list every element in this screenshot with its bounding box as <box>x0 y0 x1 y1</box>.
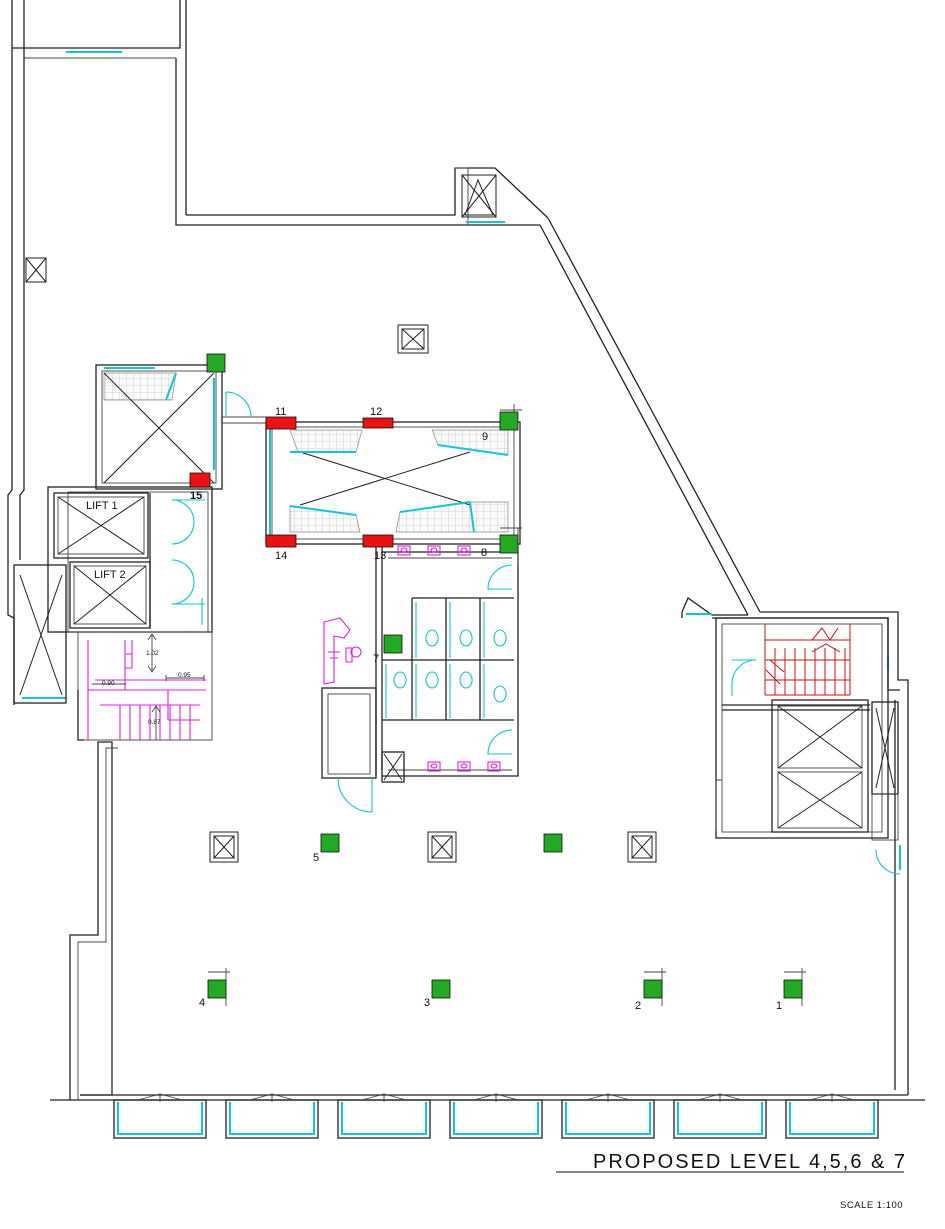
marker-5[interactable]: 5 <box>313 833 340 864</box>
marker-10[interactable] <box>206 353 226 373</box>
marker-6[interactable] <box>543 833 563 853</box>
column-markers: 1 2 3 4 5 7 8 9 <box>189 353 803 1012</box>
marker-7[interactable]: 7 <box>373 634 403 665</box>
marker-4-label: 4 <box>199 997 205 1009</box>
marker-4[interactable]: 4 <box>199 979 227 1009</box>
column-mid-row <box>427 831 457 863</box>
marker-8[interactable]: 8 <box>481 534 519 559</box>
basins-top <box>397 545 471 556</box>
marker-15-label: 15 <box>190 490 202 502</box>
left-core: LIFT 1 LIFT 2 1.02 0.95 0.90 0.87 <box>13 364 266 741</box>
glazing <box>22 51 901 870</box>
column-left-row <box>209 831 239 863</box>
marker-8-label: 8 <box>481 547 487 559</box>
cubicles <box>382 564 514 755</box>
central-core <box>265 404 522 545</box>
columns <box>25 174 657 863</box>
marker-14[interactable]: 14 <box>265 534 297 562</box>
balcony-4 <box>449 1093 543 1139</box>
balcony-2 <box>225 1093 319 1139</box>
right-core <box>715 617 901 875</box>
column-top-left <box>25 257 47 283</box>
marker-12-label: 12 <box>370 406 382 418</box>
balcony-3 <box>337 1093 431 1139</box>
title-block: PROPOSED LEVEL 4,5,6 & 7 SCALE 1:100 <box>556 1151 907 1211</box>
column-upper-mid <box>397 324 429 354</box>
toilet-block <box>321 544 519 813</box>
marker-13-label: 13 <box>374 550 386 562</box>
dim-0-90: 0.90 <box>102 680 115 687</box>
dim-0-95: 0.95 <box>178 672 191 679</box>
column-right-row <box>627 831 657 863</box>
marker-12[interactable]: 12 <box>362 406 394 429</box>
lift-2-label: LIFT 2 <box>94 569 126 581</box>
marker-1-label: 1 <box>776 1000 782 1012</box>
column-top-triangle <box>461 174 497 218</box>
marker-2-label: 2 <box>635 1000 641 1012</box>
drawing-scale: SCALE 1:100 <box>840 1200 903 1211</box>
balcony-7 <box>785 1093 879 1139</box>
drawing-title: PROPOSED LEVEL 4,5,6 & 7 <box>593 1151 907 1173</box>
balcony-5 <box>561 1093 655 1139</box>
marker-11[interactable]: 11 <box>265 406 297 430</box>
balcony-1 <box>113 1093 207 1139</box>
marker-7-label: 7 <box>373 653 379 665</box>
marker-9-label: 9 <box>482 431 488 443</box>
dim-1-02: 1.02 <box>146 650 159 657</box>
marker-2[interactable]: 2 <box>635 979 663 1012</box>
marker-3[interactable]: 3 <box>424 979 451 1009</box>
basins-bottom <box>427 761 501 772</box>
marker-13[interactable]: 13 <box>362 534 394 562</box>
marker-14-label: 14 <box>275 550 287 562</box>
marker-15[interactable]: 15 <box>189 472 211 502</box>
dim-0-87: 0.87 <box>148 719 161 726</box>
marker-11-label: 11 <box>275 406 286 418</box>
lift-1-label: LIFT 1 <box>86 500 118 512</box>
balconies <box>113 1093 879 1139</box>
marker-9[interactable]: 9 <box>482 411 519 443</box>
marker-5-label: 5 <box>313 852 319 864</box>
marker-1[interactable]: 1 <box>776 979 803 1012</box>
marker-3-label: 3 <box>424 997 430 1009</box>
balcony-6 <box>673 1093 767 1139</box>
